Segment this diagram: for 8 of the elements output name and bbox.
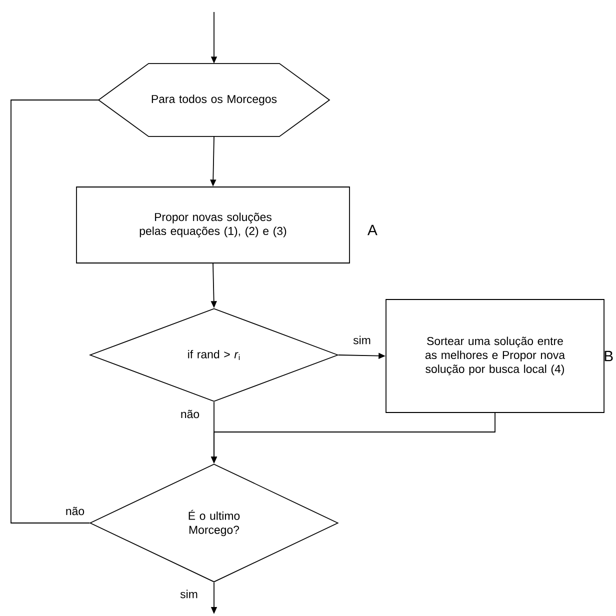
process-box: Propor novas soluções pelas equações (1), (2) e (3) [76, 186, 350, 264]
edge-label: não [64, 506, 86, 516]
edge-label: sim [352, 334, 372, 346]
edge-label: não [179, 408, 201, 420]
side-letter: A [367, 224, 378, 236]
side-letter: B [604, 350, 613, 362]
edge-label: sim [179, 588, 199, 600]
process-box: Sortear uma solução entre as melhores e Propor nova solução por busca local (4) [386, 299, 604, 413]
